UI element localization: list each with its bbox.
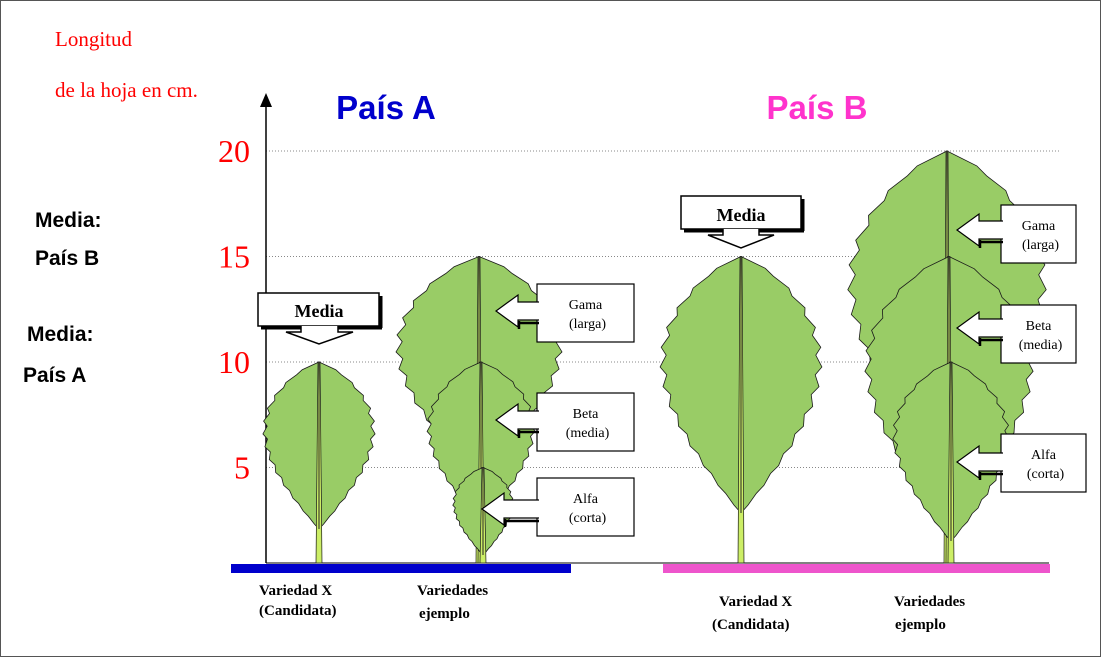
leaf-b-candidate <box>659 256 823 564</box>
b-gama-desc: (larga) <box>1022 238 1059 253</box>
media-callout-a: Media <box>257 292 383 345</box>
b-alfa-desc: (corta) <box>1027 467 1065 482</box>
country-b-title: País B <box>767 89 868 126</box>
tick-label-5: 5 <box>234 450 250 486</box>
a-beta-desc: (media) <box>566 426 610 441</box>
a-callout-gama: Gama (larga) <box>494 283 635 343</box>
a-alfa-name: Alfa <box>573 492 599 507</box>
media-callout-b: Media <box>680 195 805 249</box>
b-beta-name: Beta <box>1026 319 1052 334</box>
b-alfa-name: Alfa <box>1031 448 1057 463</box>
a-callout-alfa: Alfa (corta) <box>480 477 635 537</box>
variety-callouts: Gama (larga) Beta (media) Alfa (corta) Gama (la… <box>480 204 1087 537</box>
group-b-examples-line1: Variedades <box>894 594 965 610</box>
tick-labels: 20 15 10 5 <box>218 133 250 486</box>
group-a-candidate-line2: (Candidata) <box>259 603 337 619</box>
tick-label-20: 20 <box>218 133 250 169</box>
a-gama-desc: (larga) <box>569 317 606 332</box>
leaves <box>262 150 1047 564</box>
country-b-baseline-bar <box>663 564 1050 573</box>
leaf-a-candidate <box>262 361 376 564</box>
tick-label-10: 10 <box>218 344 250 380</box>
leaf-b-alfa <box>892 361 1010 564</box>
b-gama-name: Gama <box>1022 219 1056 234</box>
group-b-examples-line2: ejemplo <box>895 617 946 633</box>
media-b-label-line2: País B <box>35 247 99 270</box>
media-b-label-line1: Media: <box>35 209 102 232</box>
a-alfa-desc: (corta) <box>569 511 607 526</box>
country-a-title: País A <box>336 89 436 126</box>
b-callout-beta: Beta (media) <box>955 304 1077 364</box>
country-a-baseline-bar <box>231 564 571 573</box>
media-label-b: Media <box>717 205 766 225</box>
axis-label-line2: de la hoja en cm. <box>55 78 198 102</box>
a-beta-name: Beta <box>573 407 599 422</box>
group-a-candidate-line1: Variedad X <box>259 583 332 599</box>
group-b-candidate-line1: Variedad X <box>719 594 792 610</box>
group-a-examples-line1: Variedades <box>417 583 488 599</box>
tick-label-15: 15 <box>218 239 250 275</box>
axis-label-line1: Longitud <box>55 27 132 51</box>
media-a-label-line1: Media: <box>27 323 94 346</box>
media-label-a: Media <box>295 301 344 321</box>
group-b-candidate-line2: (Candidata) <box>712 617 790 633</box>
group-a-examples-line2: ejemplo <box>419 606 470 622</box>
y-axis-arrowhead <box>260 93 272 107</box>
b-beta-desc: (media) <box>1019 338 1063 353</box>
gridlines <box>266 150 1061 468</box>
leaf-a-alfa <box>452 467 514 564</box>
media-a-label-line2: País A <box>23 364 86 387</box>
b-callout-gama: Gama (larga) <box>955 204 1077 264</box>
a-gama-name: Gama <box>569 298 603 313</box>
b-callout-alfa: Alfa (corta) <box>955 433 1087 493</box>
a-callout-beta: Beta (media) <box>494 392 635 452</box>
